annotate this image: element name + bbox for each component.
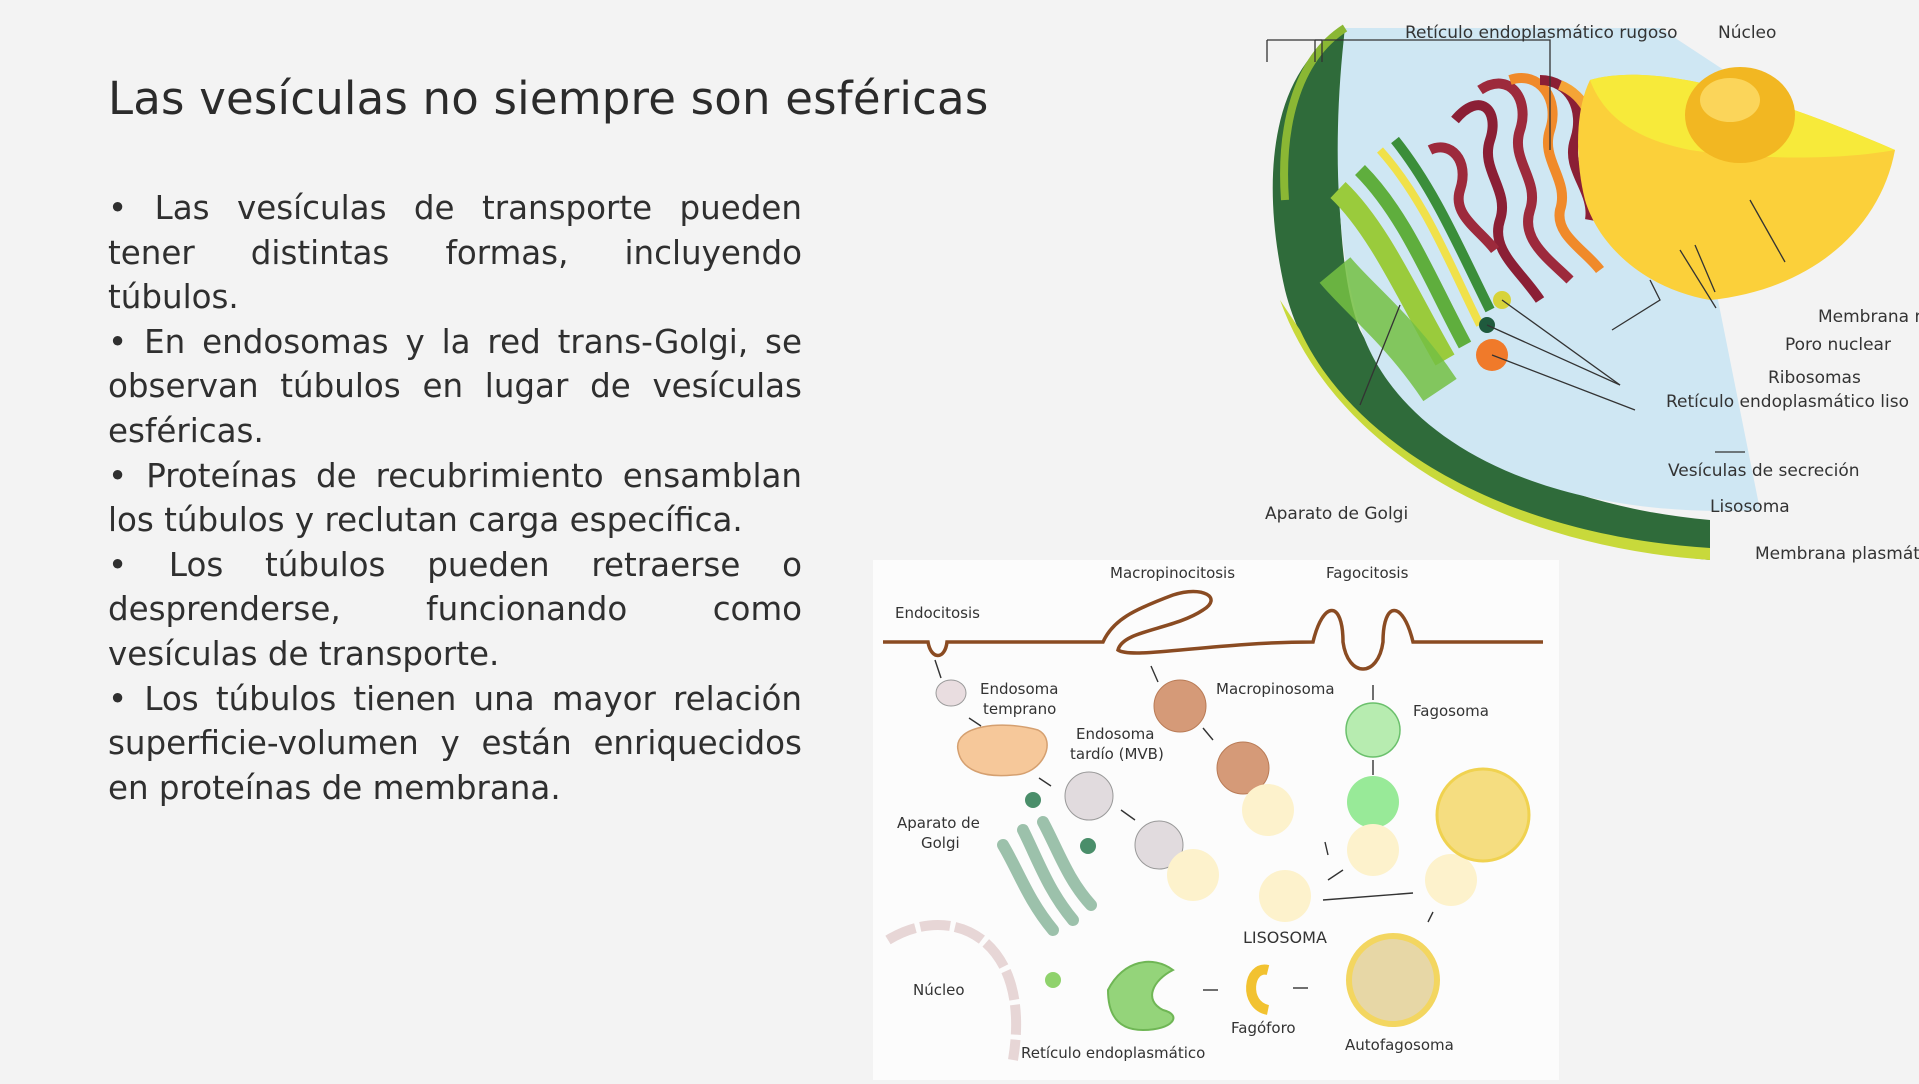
autophagosome <box>1346 933 1440 1027</box>
bullet-item: • En endosomas y la red trans-Golgi, se … <box>108 322 802 450</box>
bullet-list: • Las vesículas de transporte pueden ten… <box>108 186 802 810</box>
label-phagophore: Fagóforo <box>1231 1019 1296 1037</box>
label-golgi: Aparato de Golgi <box>1265 504 1408 524</box>
late-endosome-mvb <box>1064 771 1114 821</box>
label-endocytosis: Endocitosis <box>895 604 980 622</box>
label-secretory-vesicles: Vesículas de secreción <box>1668 461 1860 481</box>
label-ser: Retículo endoplasmático liso <box>1666 392 1909 412</box>
endocytosis-diagram-svg: Macropinocitosis Fagocitosis Endocitosis… <box>883 564 1543 1062</box>
plasma-membrane-line <box>883 589 1543 671</box>
label-lysosome: LISOSOMA <box>1243 928 1327 947</box>
label-nucleus: Núcleo <box>1718 23 1776 43</box>
cell-diagram-svg: Retículo endoplasmático rugoso Núcleo Me… <box>1265 23 1919 564</box>
label-golgi: Aparato de <box>897 814 980 832</box>
bullet-item: • Las vesículas de transporte pueden ten… <box>108 189 802 317</box>
bullet-item: • Los túbulos tienen una mayor relación … <box>108 679 802 807</box>
early-endosome-sorting <box>957 724 1048 777</box>
label-phagocytosis: Fagocitosis <box>1326 564 1409 582</box>
label-late-endosome-2: tardío (MVB) <box>1070 745 1164 763</box>
label-autophagosome: Autofagosoma <box>1345 1036 1454 1054</box>
label-early-endosome-2: temprano <box>983 700 1056 718</box>
label-plasma-membrane: Membrana plasmát <box>1755 544 1919 564</box>
golgi-stack <box>997 816 1097 936</box>
label-nuclear-membrane: Membrana n <box>1818 307 1919 327</box>
nucleus-envelope <box>885 920 1022 1061</box>
macropinosome <box>1153 679 1207 733</box>
label-macropinosome: Macropinosoma <box>1216 680 1335 698</box>
label-rer: Retículo endoplasmático rugoso <box>1405 23 1678 43</box>
early-endosome <box>935 679 967 707</box>
label-golgi-2: Golgi <box>921 834 960 852</box>
label-nucleus: Núcleo <box>913 981 965 999</box>
label-ribosomes: Ribosomas <box>1768 368 1861 388</box>
golgi-apparatus <box>1319 136 1495 402</box>
slide-title: Las vesículas no siempre son esféricas <box>108 72 989 125</box>
phagosome <box>1345 702 1401 758</box>
endocytosis-diagram: Macropinocitosis Fagocitosis Endocitosis… <box>873 560 1559 1080</box>
phagophore <box>1246 964 1270 1015</box>
label-late-endosome: Endosoma <box>1076 725 1154 743</box>
label-nuclear-pore: Poro nuclear <box>1785 335 1891 355</box>
label-early-endosome: Endosoma <box>980 680 1058 698</box>
label-macropinocytosis: Macropinocitosis <box>1110 564 1235 582</box>
bullet-item: • Proteínas de recubrimiento ensamblan l… <box>108 456 802 540</box>
cell-diagram: Retículo endoplasmático rugoso Núcleo Me… <box>1240 0 1919 575</box>
er-membrane <box>1106 960 1175 1032</box>
label-er: Retículo endoplasmático <box>1021 1044 1205 1062</box>
label-lysosome: Lisosoma <box>1710 497 1790 517</box>
plasma-membrane-band <box>1280 300 1710 560</box>
late-endosome-mvb <box>1134 820 1184 870</box>
lysosome <box>1259 870 1311 922</box>
label-phagosome: Fagosoma <box>1413 702 1489 720</box>
bullet-item: • Los túbulos pueden retraerse o despren… <box>108 545 802 673</box>
cell-outer-membrane <box>1272 28 1710 560</box>
